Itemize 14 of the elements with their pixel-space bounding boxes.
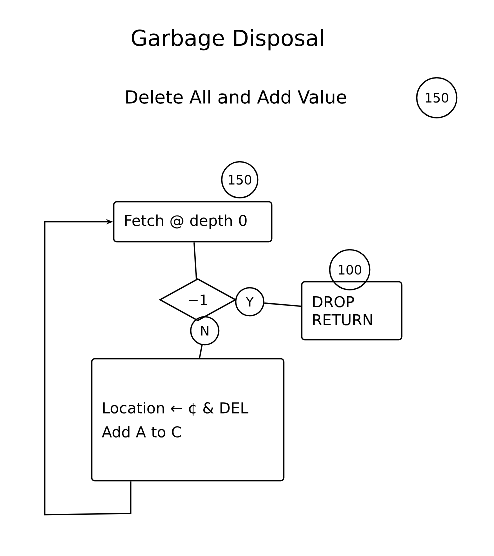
arrow bbox=[44, 219, 132, 516]
callout-number: 150 bbox=[416, 77, 458, 119]
callout-number: 100 bbox=[329, 249, 371, 291]
branch-label: Y bbox=[235, 287, 265, 317]
process-box: Location ← ¢ & DEL Add A to C bbox=[91, 358, 285, 482]
title: Garbage Disposal bbox=[132, 29, 324, 51]
process-box: DROP RETURN bbox=[301, 281, 403, 341]
subtitle: Delete All and Add Value bbox=[126, 90, 346, 104]
process-box: Fetch @ depth 0 bbox=[113, 201, 273, 243]
connector-line bbox=[264, 302, 302, 308]
branch-label: N bbox=[190, 316, 220, 346]
connector-line bbox=[199, 345, 203, 358]
connector-line bbox=[194, 242, 198, 280]
callout-number: 150 bbox=[221, 161, 259, 199]
